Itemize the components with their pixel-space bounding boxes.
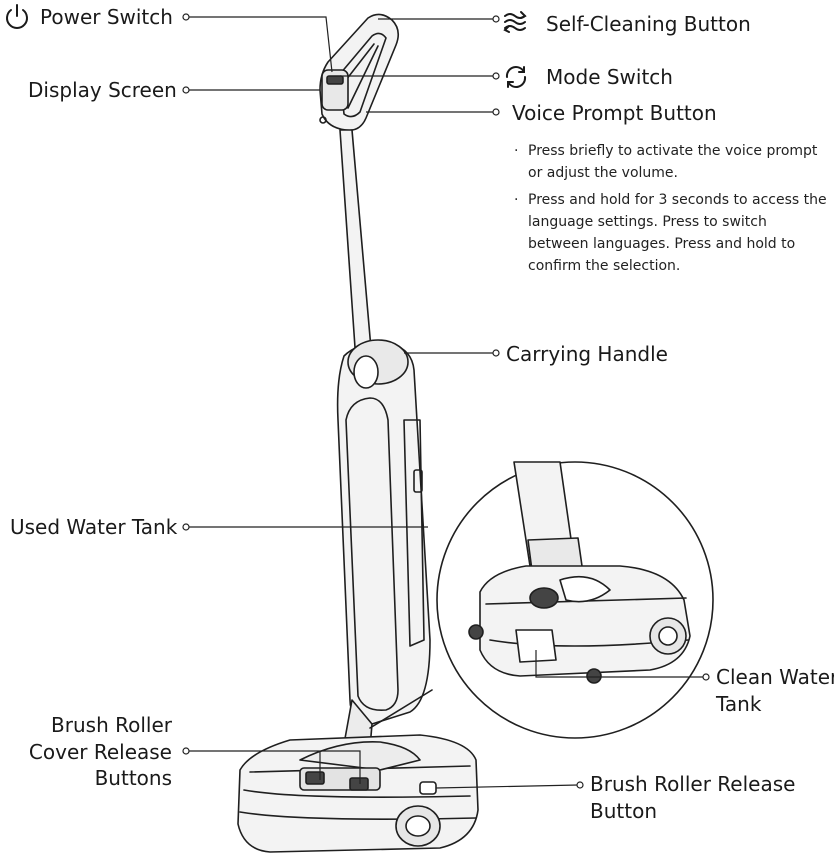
label-self-cleaning-button: Self-Cleaning Button (546, 12, 751, 36)
label-brush-release-line1: Brush Roller Release (590, 772, 796, 796)
label-clean-water-tank-line2: Tank (716, 692, 762, 716)
leader-lines (188, 16, 704, 789)
voice-prompt-note-text: Press briefly to activate the voice prom… (528, 143, 818, 181)
power-icon (6, 4, 28, 29)
label-carrying-handle: Carrying Handle (506, 342, 668, 366)
label-brush-release-line2: Button (590, 799, 657, 823)
label-used-water-tank: Used Water Tank (10, 515, 178, 539)
mode-switch-icon (505, 66, 527, 88)
label-brush-cover-line1: Brush Roller (51, 713, 172, 737)
main-body (336, 339, 431, 725)
floor-head (237, 734, 479, 853)
bullet-icon: · (514, 192, 519, 208)
bullet-icon: · (514, 143, 519, 159)
leader-brush-cover (188, 750, 361, 784)
leader-power-switch (188, 16, 333, 73)
leader-endpoints (182, 13, 710, 789)
self-cleaning-icon (503, 11, 527, 33)
leader-brush-release (435, 784, 579, 789)
detail-magnifier (369, 461, 714, 739)
label-power-switch: Power Switch (40, 5, 173, 29)
label-mode-switch: Mode Switch (546, 65, 673, 89)
label-voice-prompt-button: Voice Prompt Button (512, 101, 717, 125)
leader-clean-water-tank (535, 650, 704, 678)
voice-prompt-note-text: Press and hold for 3 seconds to access t… (528, 192, 827, 274)
handle-grip (319, 13, 400, 132)
label-brush-cover-line2: Cover Release (28, 740, 172, 764)
label-clean-water-tank-line1: Clean Water (716, 665, 834, 689)
label-display-screen: Display Screen (28, 78, 177, 102)
label-brush-cover-line3: Buttons (94, 766, 172, 790)
voice-prompt-note-2: · Press and hold for 3 seconds to access… (514, 189, 828, 277)
voice-prompt-note-1: · Press briefly to activate the voice pr… (514, 140, 828, 184)
handle-pole (339, 129, 373, 363)
